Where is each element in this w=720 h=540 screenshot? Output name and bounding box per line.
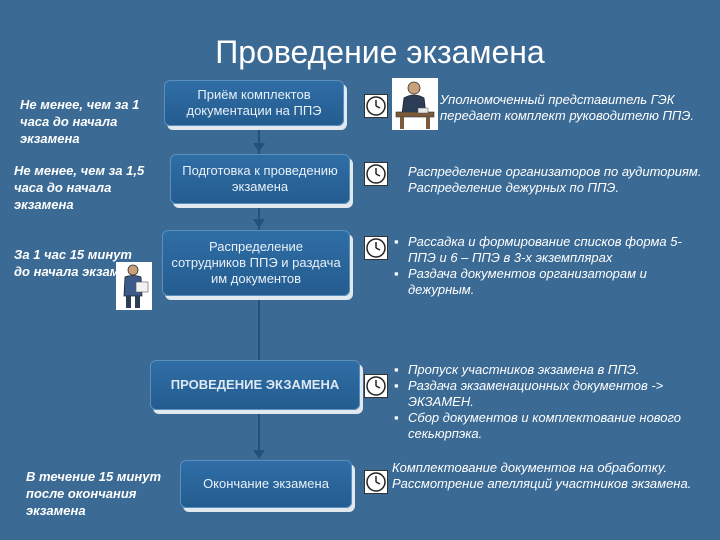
person-with-document-icon	[116, 262, 152, 310]
arrow-down-icon	[253, 143, 265, 152]
clock-icon	[364, 162, 388, 186]
step-exam-end: Окончание экзамена	[180, 460, 352, 508]
clock-icon	[364, 374, 388, 398]
step-distribution: Распределение сотрудников ППЭ и раздача …	[162, 230, 350, 296]
clock-icon	[364, 94, 388, 118]
description-distribution: Рассадка и формирование списков форма 5-…	[394, 234, 694, 298]
list-item: Раздача экзаменационных документов -> ЭК…	[394, 378, 699, 410]
time-label-1: Не менее, чем за 1 часа до начала экзаме…	[20, 97, 140, 146]
time-label-2: Не менее, чем за 1,5 часа до начала экза…	[14, 163, 145, 212]
clock-icon	[364, 236, 388, 260]
arrow-down-icon	[253, 450, 265, 459]
time-label-3: За 1 час 15 минут до начала экзамена	[14, 247, 142, 279]
description-receive-docs: Уполномоченный представитель ГЭК передае…	[440, 92, 694, 123]
arrow-down-icon	[253, 219, 265, 228]
list-item: Рассадка и формирование списков форма 5-…	[394, 234, 694, 266]
person-at-desk-icon	[392, 78, 438, 130]
time-label-4: В течение 15 минут после окончания экзам…	[26, 469, 162, 518]
step-preparation: Подготовка к проведению экзамена	[170, 154, 350, 204]
description-exam: Пропуск участников экзамена в ППЭ. Разда…	[394, 362, 699, 442]
list-item: Раздача документов организаторам и дежур…	[394, 266, 694, 298]
step-exam: ПРОВЕДЕНИЕ ЭКЗАМЕНА	[150, 360, 360, 410]
clock-icon	[364, 470, 388, 494]
description-preparation: Распределение организаторов по аудитория…	[408, 164, 702, 195]
description-exam-end: Комплектование документов на обработку. …	[392, 460, 692, 491]
list-item: Сбор документов и комплектование нового …	[394, 410, 699, 442]
list-item: Пропуск участников экзамена в ППЭ.	[394, 362, 699, 378]
step-receive-docs: Приём комплектов документации на ППЭ	[164, 80, 344, 126]
slide-title: Проведение экзамена	[215, 34, 545, 70]
